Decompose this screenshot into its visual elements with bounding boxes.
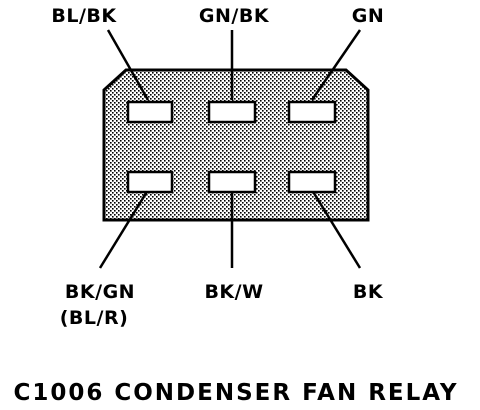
pin-label-top-1: BL/BK: [51, 5, 117, 27]
terminal-bottom-3: [287, 170, 337, 194]
terminal-bottom-2: [207, 170, 257, 194]
pin-label-bottom-2: BK/W: [204, 281, 263, 303]
leader-line-bottom-1: [98, 189, 150, 269]
pin-label-top-3: GN: [352, 5, 385, 27]
pin-label-bottom-3: BK: [353, 281, 384, 303]
leader-line-top-3: [310, 29, 362, 101]
leader-line-bottom-3: [310, 189, 362, 269]
terminal-top-1: [126, 100, 174, 124]
leader-line-top-1: [106, 29, 150, 101]
terminal-bottom-1: [126, 170, 174, 194]
diagram-title: C1006 CONDENSER FAN RELAY: [13, 380, 458, 406]
pin-label-top-2: GN/BK: [199, 5, 270, 27]
pin-sublabel-bottom-1: (BL/R): [60, 307, 129, 329]
terminal-top-2: [207, 100, 257, 124]
terminal-top-3: [287, 100, 337, 124]
pin-label-bottom-1: BK/GN: [65, 281, 135, 303]
